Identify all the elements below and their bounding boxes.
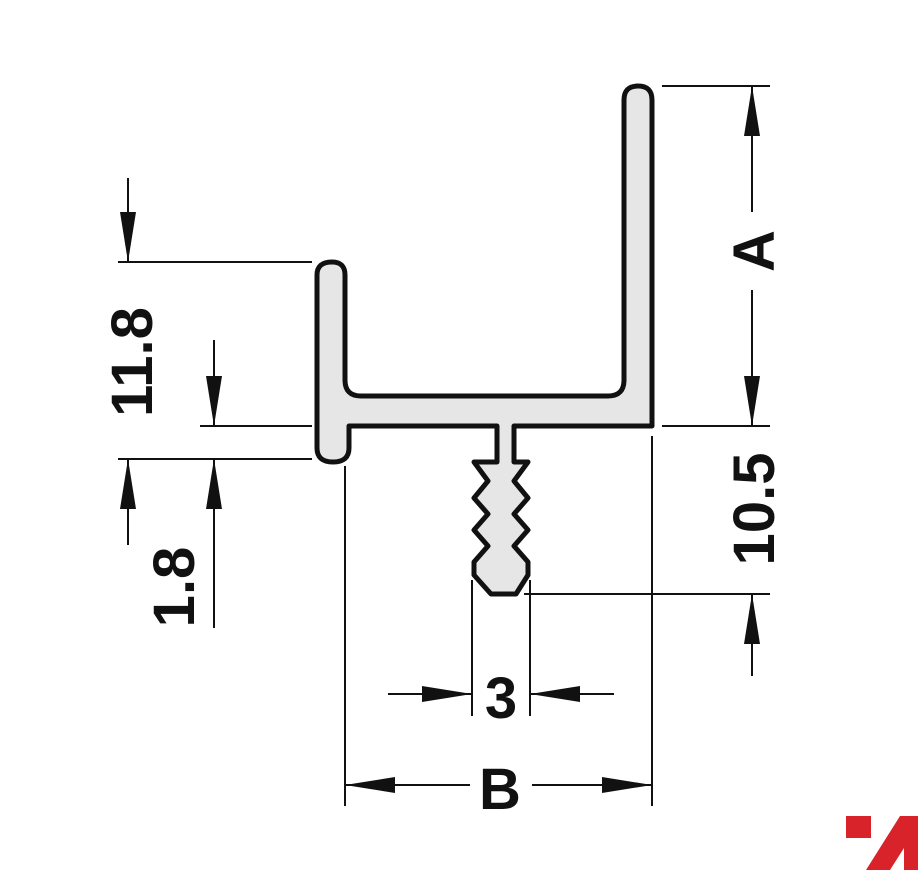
arrow-down-icon: [120, 212, 136, 262]
profile-body: [314, 83, 655, 597]
logo-square: [846, 816, 871, 838]
brand-logo: [846, 816, 918, 870]
arrow-right-icon: [602, 777, 652, 793]
label-depth: 10.5: [722, 453, 787, 566]
arrow-up-icon: [744, 86, 760, 136]
arrow-down-icon: [744, 376, 760, 426]
dimension-left: [118, 178, 312, 628]
arrow-up-icon: [206, 459, 222, 509]
arrow-up-icon: [120, 459, 136, 509]
arrow-left-icon: [530, 686, 580, 702]
arrow-up-icon: [744, 594, 760, 644]
arrow-right-icon: [422, 686, 472, 702]
dimension-right: [524, 85, 770, 676]
label-lip: 1.8: [142, 547, 207, 628]
logo-a-shape: [866, 816, 918, 870]
label-height-total: 11.8: [100, 307, 165, 417]
dimension-bottom: [344, 436, 653, 806]
label-barb-width: 3: [485, 666, 517, 731]
arrow-down-icon: [206, 376, 222, 426]
arrow-left-icon: [345, 777, 395, 793]
label-flange-height: A: [722, 230, 787, 272]
label-width: B: [479, 757, 521, 822]
